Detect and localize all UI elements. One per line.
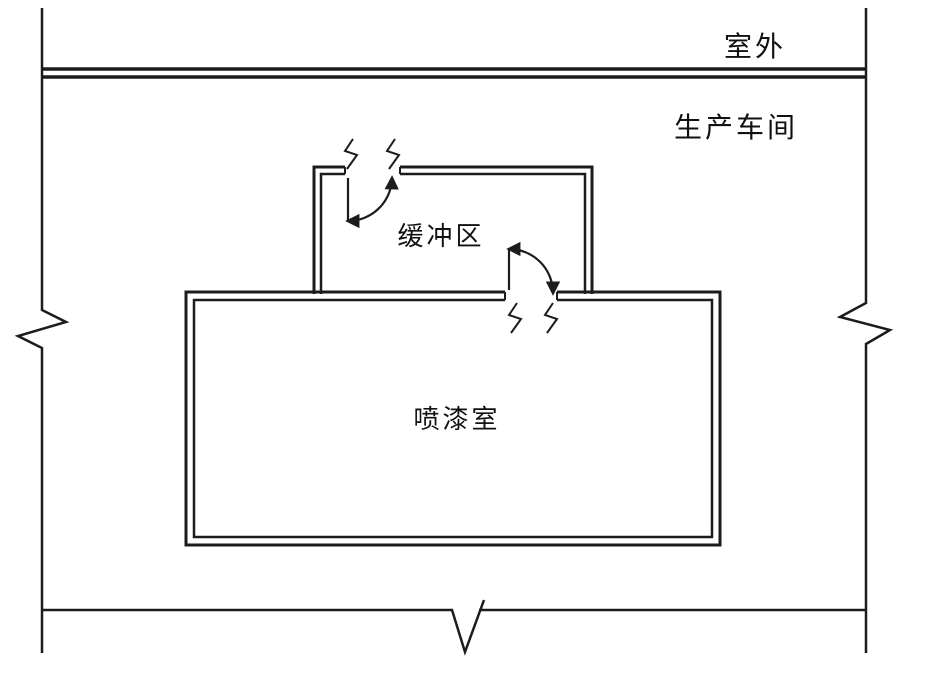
door-swing-arc-buffer-entrance <box>345 175 399 229</box>
wall-break-symbol-buffer-door-right <box>385 138 401 170</box>
buffer-zone-door-jambs <box>344 167 401 174</box>
paint-room-label: 喷漆室 <box>413 405 500 434</box>
outdoor-area-label: 室外 <box>724 31 786 63</box>
buffer-zone-label: 缓冲区 <box>397 222 484 251</box>
wall-break-symbol-buffer-door-left <box>343 138 359 170</box>
door-swing-arc-paint-room <box>506 241 561 296</box>
wall-break-symbol-paint-door-right <box>543 302 559 334</box>
workshop-wall-bottom-with-break <box>42 599 866 656</box>
workshop-wall-right-with-break <box>836 8 894 653</box>
workshop-wall-left-with-break <box>14 8 70 653</box>
paint-room-door-jambs <box>504 292 558 300</box>
paint-room-inner-wall <box>192 298 714 539</box>
workshop-area-label: 生产车间 <box>674 112 798 144</box>
paint-room-outer-wall <box>184 290 722 547</box>
buffer-zone-inner-wall <box>319 172 587 294</box>
wall-break-symbol-paint-door-left <box>507 302 523 334</box>
buffer-zone-outer-wall <box>312 165 594 294</box>
